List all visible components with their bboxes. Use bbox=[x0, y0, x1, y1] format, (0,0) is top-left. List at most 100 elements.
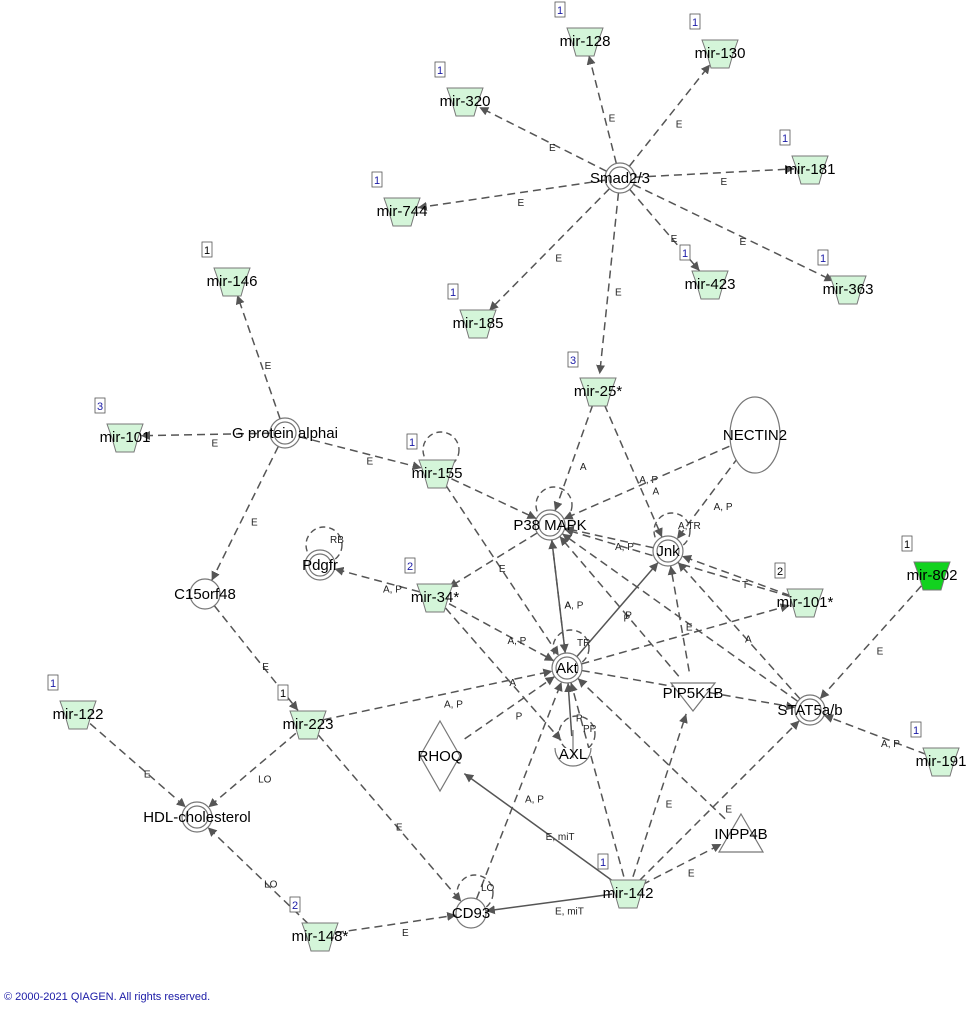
node-hdl[interactable]: HDL-cholesterol bbox=[143, 801, 251, 833]
count-value: 2 bbox=[292, 900, 298, 912]
edge-label: E bbox=[144, 769, 151, 780]
self-loop-label: A,TR bbox=[678, 521, 701, 532]
edge-p38-mir34 bbox=[448, 532, 538, 589]
edge-label: E bbox=[499, 564, 506, 575]
node-gprot[interactable]: G protein alphai bbox=[232, 417, 338, 449]
node-label: PIP5K1B bbox=[663, 685, 724, 702]
node-label: mir-320 bbox=[440, 93, 491, 110]
node-mir148[interactable]: 2 mir-148* bbox=[289, 896, 349, 952]
count-box bbox=[689, 13, 701, 30]
edge-gprot-mir155 bbox=[299, 436, 422, 471]
count-box bbox=[901, 535, 913, 552]
node-rhoq[interactable]: RHOQ bbox=[418, 719, 463, 793]
edge-smad-mir363 bbox=[633, 183, 834, 282]
edge-label: A bbox=[509, 678, 516, 689]
edge-axl-akt bbox=[564, 682, 574, 737]
node-mir146[interactable]: 1 mir-146 bbox=[201, 241, 258, 297]
edge-label: E bbox=[549, 143, 556, 154]
node-pip5k1b[interactable]: PIP5K1B bbox=[663, 682, 724, 712]
self-loop bbox=[535, 486, 573, 524]
node-label: Akt bbox=[556, 660, 579, 677]
node-smad[interactable]: Smad2/3 bbox=[590, 162, 650, 194]
node-c15[interactable]: C15orf48 bbox=[174, 578, 236, 610]
edge-label: E bbox=[877, 646, 884, 657]
count-value: 1 bbox=[600, 857, 606, 869]
node-label: mir-223 bbox=[283, 716, 334, 733]
count-value: 1 bbox=[409, 437, 415, 449]
count-value: 1 bbox=[204, 245, 210, 257]
count-value: 3 bbox=[97, 401, 103, 413]
mirna-icon bbox=[106, 423, 144, 453]
node-label: mir-146 bbox=[207, 273, 258, 290]
edge-mir148-cd93 bbox=[335, 912, 457, 934]
mirna-icon bbox=[301, 922, 339, 952]
node-mir142[interactable]: 1 mir-142 bbox=[597, 853, 654, 909]
node-label: mir-148* bbox=[292, 928, 349, 945]
node-label: mir-423 bbox=[685, 276, 736, 293]
edge-smad-mir130 bbox=[628, 64, 711, 167]
edge-label: E bbox=[367, 456, 374, 467]
edge-mir25-p38 bbox=[553, 404, 594, 512]
count-value: 1 bbox=[913, 725, 919, 737]
node-mir320[interactable]: 1 mir-320 bbox=[434, 61, 491, 117]
node-inpp4b[interactable]: INPP4B bbox=[714, 812, 768, 853]
node-mir223[interactable]: 1 mir-223 bbox=[277, 684, 334, 740]
count-value: 1 bbox=[50, 678, 56, 690]
copyright-notice: © 2000-2021 QIAGEN. All rights reserved. bbox=[4, 991, 211, 1003]
count-value: 1 bbox=[782, 133, 788, 145]
node-label: C15orf48 bbox=[174, 586, 236, 603]
edge-label: E bbox=[251, 518, 258, 529]
count-value: 1 bbox=[437, 65, 443, 77]
edge-label: A, P bbox=[383, 584, 402, 595]
edge-label: P bbox=[625, 610, 632, 621]
mirna-icon bbox=[566, 27, 604, 57]
edge-label: E bbox=[265, 361, 272, 372]
edge-mir142-rhoq bbox=[463, 772, 616, 884]
edge-pip5k1b-jnk bbox=[667, 565, 690, 672]
node-stat5[interactable]: STAT5a/b bbox=[777, 694, 843, 726]
node-nectin2[interactable]: NECTIN2 bbox=[723, 396, 787, 474]
node-label: HDL-cholesterol bbox=[143, 809, 251, 826]
edge-mir122-hdl bbox=[89, 722, 187, 808]
edge-label: A, P bbox=[714, 502, 733, 513]
mirna-icon bbox=[213, 267, 251, 297]
edge-label: E bbox=[211, 438, 218, 449]
edge-smad-mir744 bbox=[417, 179, 606, 211]
edge-mir155-p38 bbox=[451, 478, 537, 520]
mirna-icon bbox=[418, 459, 456, 489]
count-box bbox=[447, 283, 459, 300]
node-p38[interactable]: P38 MAPK bbox=[513, 486, 587, 541]
node-label: STAT5a/b bbox=[777, 702, 842, 719]
mirna-icon bbox=[459, 309, 497, 339]
edge-label: E bbox=[609, 113, 616, 124]
count-value: 1 bbox=[280, 688, 286, 700]
edge-label: A, P bbox=[507, 636, 526, 647]
count-box bbox=[774, 562, 786, 579]
mirna-icon bbox=[289, 710, 327, 740]
node-label: INPP4B bbox=[714, 826, 767, 843]
count-value: 1 bbox=[450, 287, 456, 299]
count-box bbox=[910, 721, 922, 738]
node-label: mir-142 bbox=[603, 885, 654, 902]
